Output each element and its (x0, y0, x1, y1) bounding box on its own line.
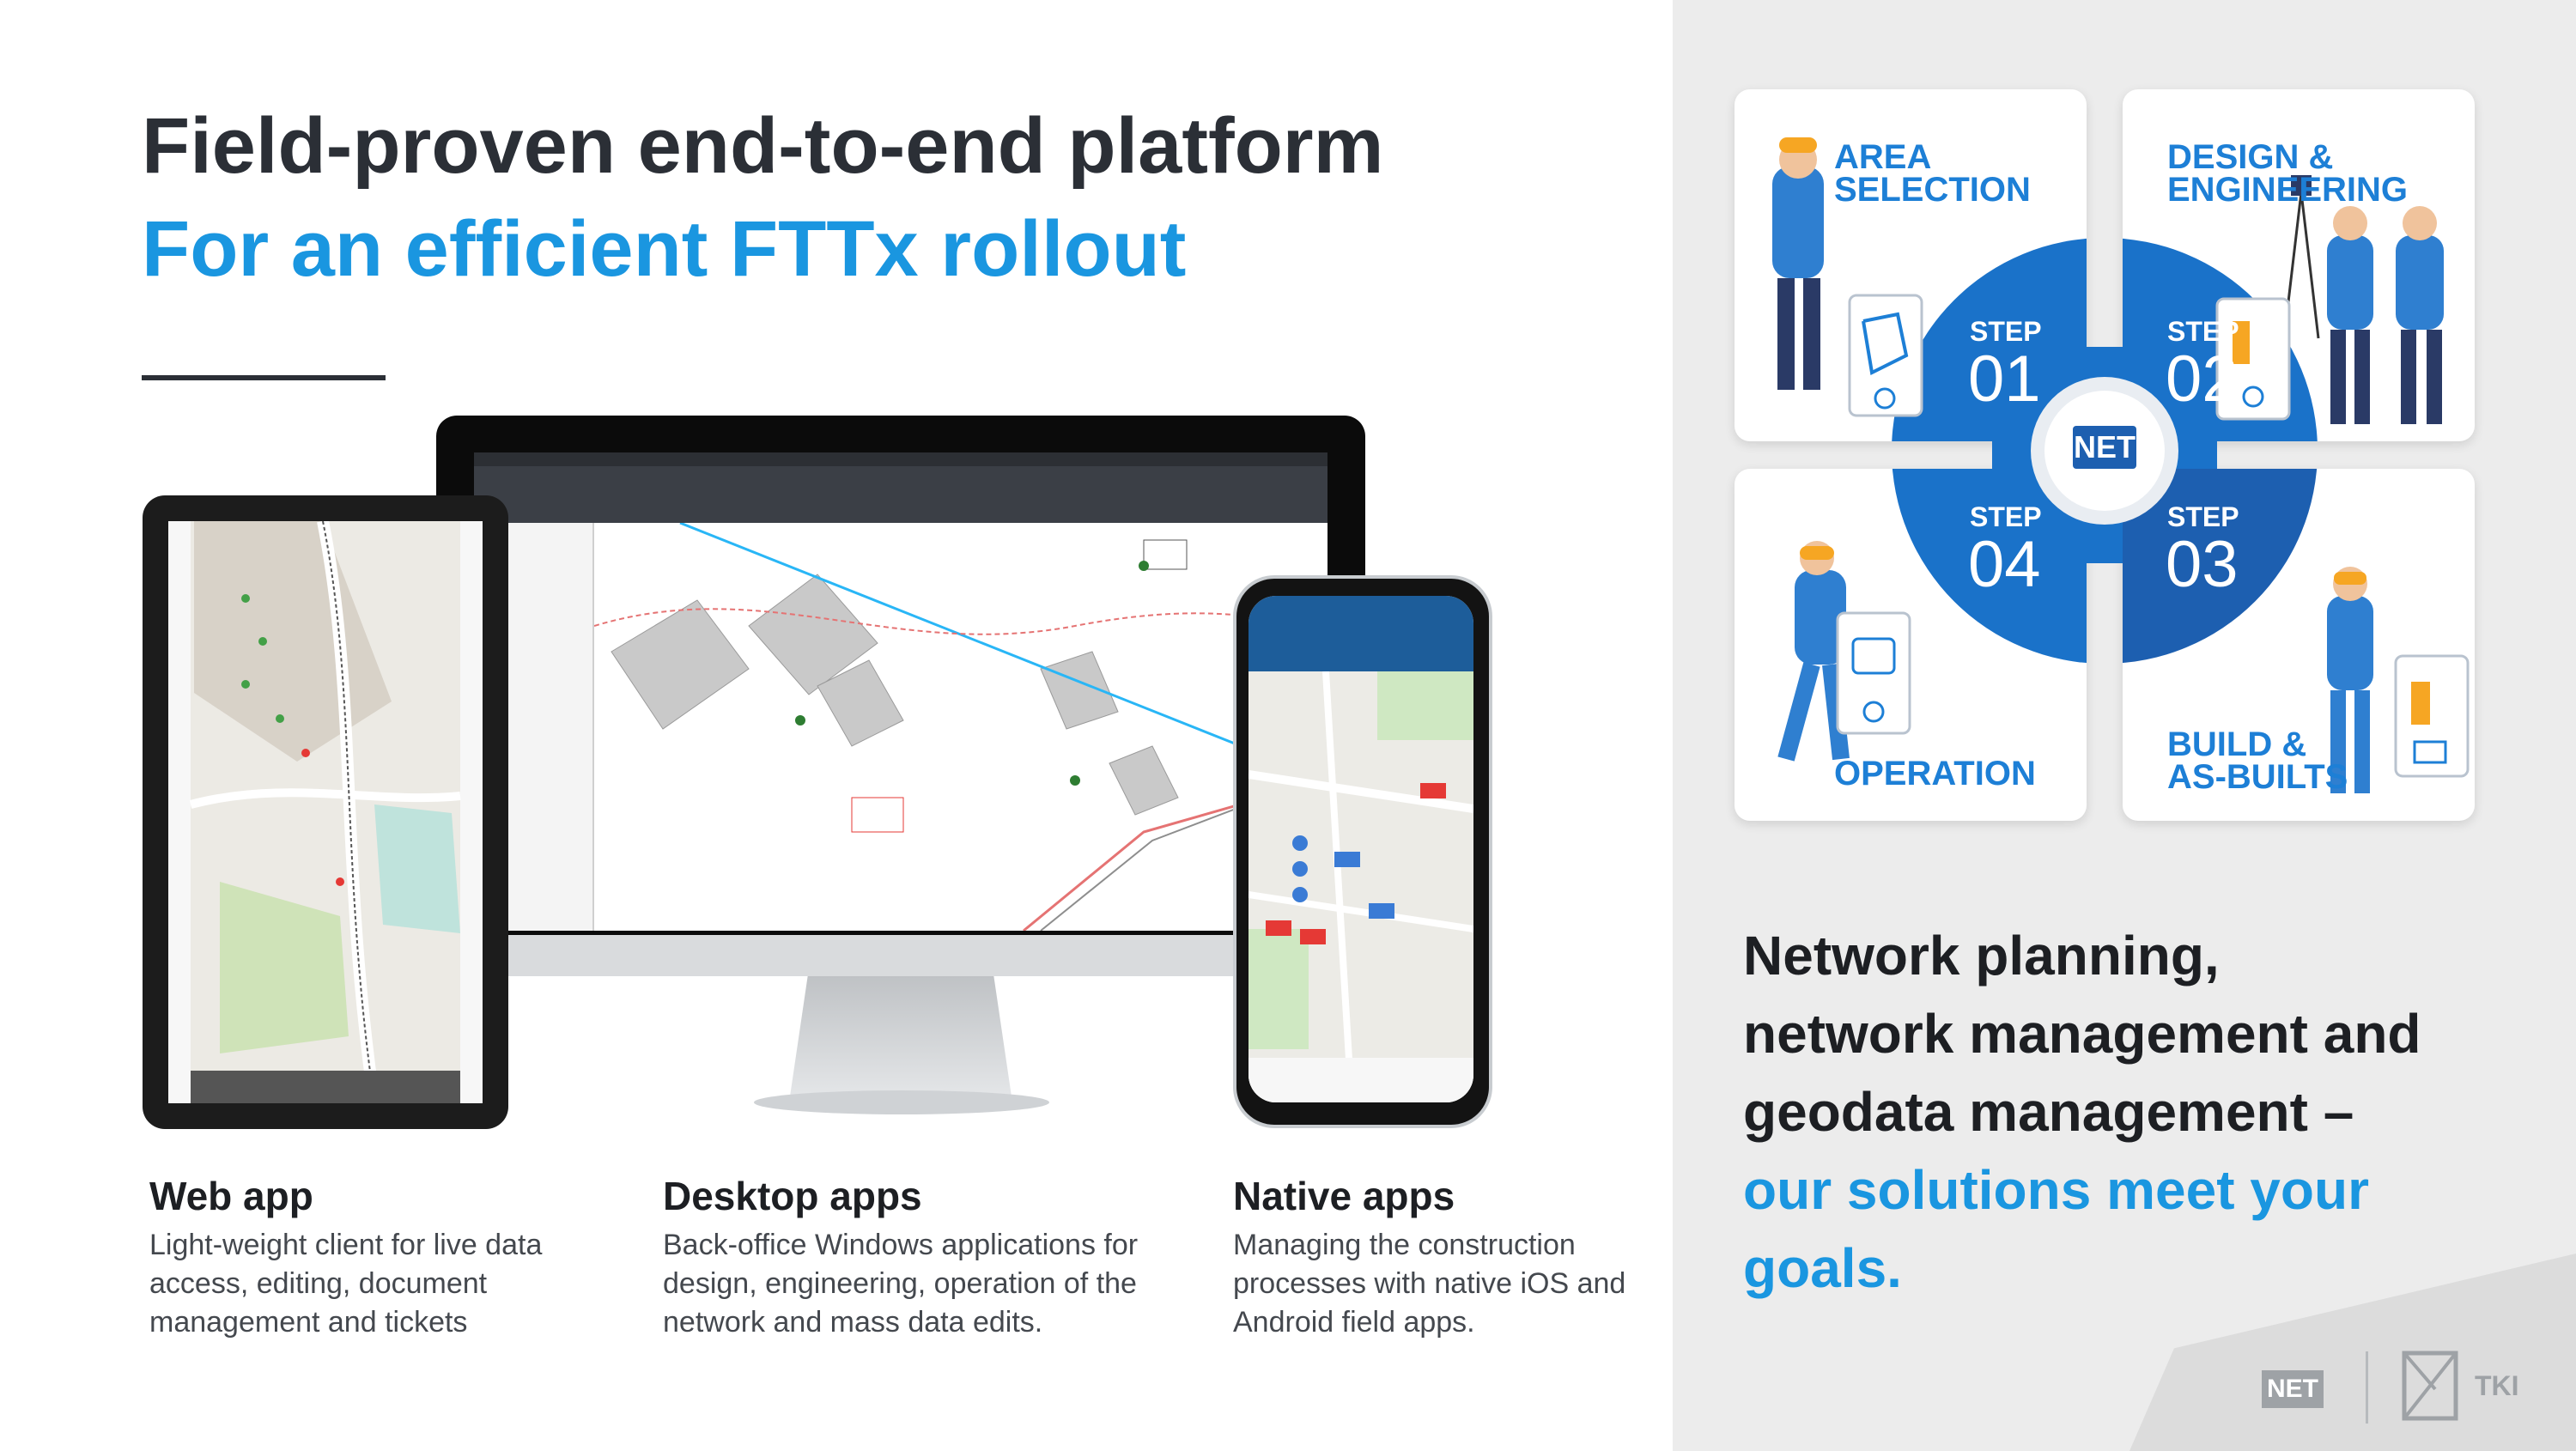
web-map-icon (168, 521, 483, 1103)
monitor-stand-base (754, 1090, 1049, 1114)
web-app-caption: Web app Light-weight client for live dat… (149, 1173, 630, 1342)
tagline-line-3: geodata management – (1743, 1081, 2354, 1143)
web-app-title: Web app (149, 1174, 313, 1218)
native-map-icon (1249, 671, 1473, 1102)
monitor-stand (790, 976, 1012, 1096)
tagline-line-2: network management and (1743, 1003, 2421, 1065)
tki-logo-icon (2402, 1351, 2458, 1421)
tagline-line-5: goals. (1743, 1237, 1902, 1299)
step-03-title: BUILD &AS-BUILTS (2167, 726, 2348, 796)
builder-illustration-icon (2327, 567, 2470, 793)
process-cycle-icon (1772, 137, 2470, 793)
desktop-apps-title: Desktop apps (663, 1174, 922, 1218)
step-02-title: DESIGN &ENGINEERING (2167, 138, 2409, 209)
step-02-label: STEP (2167, 316, 2239, 347)
step-04-label: STEP (1970, 501, 2042, 532)
tagline: Network planning, network management and… (1743, 917, 2533, 1308)
net-logo-footer: NET (2262, 1370, 2324, 1408)
desktop-map-icon (594, 523, 1327, 931)
desktop-apps-desc: Back-office Windows applications for des… (663, 1229, 1139, 1339)
web-app-desc: Light-weight client for live data access… (149, 1229, 543, 1339)
native-apps-title: Native apps (1233, 1174, 1455, 1218)
step-02-number: 02 (2166, 343, 2239, 416)
native-app-header (1249, 596, 1473, 671)
web-app-screenshot (168, 521, 483, 1103)
native-apps-caption: Native apps Managing the construction pr… (1233, 1173, 1714, 1342)
step-03-label: STEP (2167, 501, 2239, 532)
native-app-screenshot (1249, 596, 1473, 1102)
footer-divider (2366, 1351, 2368, 1424)
tagline-line-4: our solutions meet your (1743, 1159, 2369, 1221)
step-01-label: STEP (1970, 316, 2042, 347)
step-04-title: OPERATION (1834, 755, 2036, 792)
desktop-titlebar (474, 452, 1327, 466)
desktop-apps-caption: Desktop apps Back-office Windows applica… (663, 1173, 1144, 1342)
page-title: Field-proven end-to-end platform (142, 102, 1384, 190)
net-logo-center: NET (2073, 426, 2136, 469)
operator-illustration-icon (1777, 541, 1911, 762)
step-04-number: 04 (1968, 528, 2041, 601)
tki-logo-text: TKI (2475, 1370, 2519, 1401)
engineer-illustration-icon (2215, 175, 2444, 424)
monitor-chin (436, 935, 1365, 976)
tagline-line-1: Network planning, (1743, 925, 2220, 987)
page-subtitle: For an efficient FTTx rollout (142, 205, 1187, 293)
desktop-app-screenshot (474, 452, 1327, 931)
native-apps-desc: Managing the construction processes with… (1233, 1229, 1626, 1339)
worker-illustration-icon (1772, 137, 1923, 417)
step-03-number: 03 (2166, 528, 2239, 601)
step-01-number: 01 (1968, 343, 2041, 416)
title-divider (142, 375, 386, 380)
